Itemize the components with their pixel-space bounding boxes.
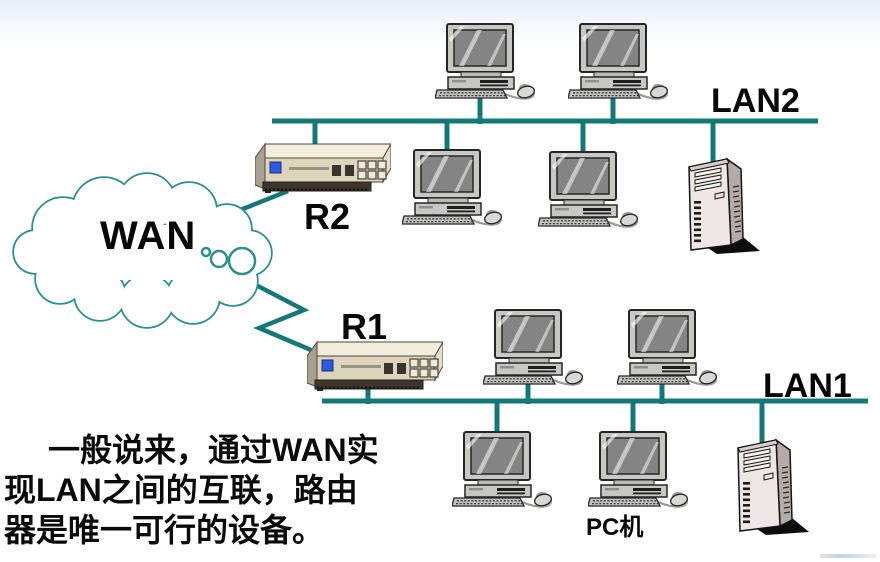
lan2-label: LAN2 xyxy=(711,82,800,120)
lan2-computer-icon-2 xyxy=(568,22,670,101)
caption-line-3: 器是唯一可行的设备。 xyxy=(4,512,325,548)
router-r1-icon xyxy=(307,341,443,392)
lan1-computer-icon-2 xyxy=(617,308,719,387)
router-r2-icon xyxy=(255,143,391,194)
cloud-bubble-circles xyxy=(200,246,257,276)
corner-decoration xyxy=(820,554,876,558)
lan1-server-icon xyxy=(737,439,810,536)
lan2-computer-icon-3 xyxy=(402,148,504,227)
caption-text: 一般说来，通过WAN实 现LAN之间的互联，路由 器是唯一可行的设备。 xyxy=(4,430,449,550)
wan-link-r1-zigzag xyxy=(227,269,312,353)
router-r2-label: R2 xyxy=(304,196,351,237)
router-r1-label: R1 xyxy=(341,306,388,347)
wan-cloud-icon xyxy=(12,172,273,329)
lan2-computer-icon-4 xyxy=(538,150,640,229)
wan-label: WAN xyxy=(100,214,197,258)
pc-label: PC机 xyxy=(586,514,644,541)
caption-line-2: 现LAN之间的互联，路由 xyxy=(4,472,358,508)
lan1-computer-icon-4 xyxy=(588,430,690,509)
lan2-wiring xyxy=(272,94,818,162)
caption-line-1: 一般说来，通过WAN实 xyxy=(48,432,379,468)
lan2-computer-icon-1 xyxy=(435,22,537,101)
lan1-label: LAN1 xyxy=(763,367,852,405)
lan1-computer-icon-1 xyxy=(483,308,585,387)
lan2-server-icon xyxy=(688,158,761,255)
lan1-computer-icon-3 xyxy=(452,430,554,509)
